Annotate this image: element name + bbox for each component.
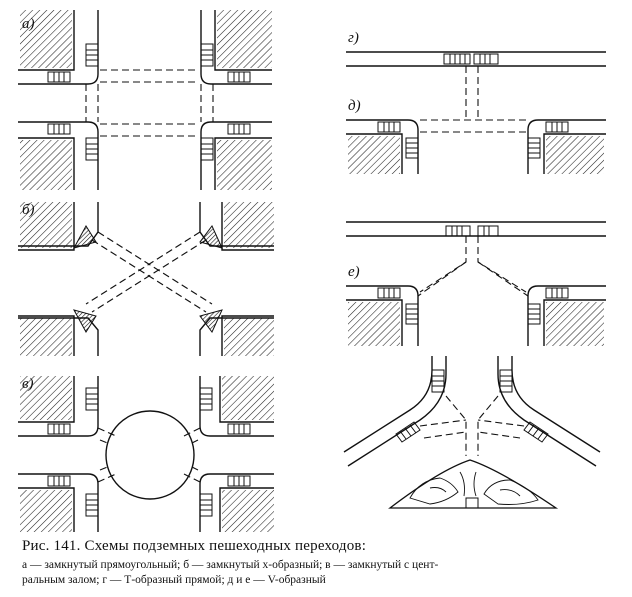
stairs <box>445 225 499 237</box>
scheme-e <box>343 221 606 509</box>
scheme-b <box>18 202 274 356</box>
stairs <box>395 369 549 443</box>
label-v: в) <box>22 376 34 392</box>
figure-drawing: а) б) в) г) д) е) <box>18 10 606 532</box>
caption-line-1: а — замкнутый прямоугольный; б — замкнут… <box>22 559 439 571</box>
label-a: а) <box>22 16 35 32</box>
pavilion <box>199 309 223 333</box>
pavilion <box>199 225 223 249</box>
stairs <box>443 53 499 65</box>
corner-block-tl <box>18 10 75 71</box>
scheme-a <box>18 10 272 190</box>
pavilion <box>72 309 97 333</box>
stairs <box>377 121 569 159</box>
label-b: б) <box>22 202 35 218</box>
caption-title: Рис. 141. Схемы подземных пешеходных пер… <box>22 538 367 554</box>
scheme-g <box>346 51 606 118</box>
figure-caption: Рис. 141. Схемы подземных пешеходных пер… <box>22 538 622 588</box>
corner-block-br <box>214 137 272 190</box>
label-d: д) <box>348 98 361 114</box>
stairs <box>465 497 479 509</box>
corner-block-bl <box>18 137 75 190</box>
scheme-d <box>346 119 606 174</box>
stairs <box>377 287 569 325</box>
label-g: г) <box>348 30 359 46</box>
scheme-v <box>18 376 274 532</box>
stairs <box>47 43 251 161</box>
label-e: е) <box>348 264 360 280</box>
central-hall <box>105 410 195 500</box>
caption-line-2: ральным залом; г — Т-образный прямой; д … <box>22 574 326 586</box>
corner-block-tr <box>214 10 272 71</box>
planted-island <box>388 459 559 509</box>
pavilion <box>72 225 97 249</box>
stairs <box>47 387 251 517</box>
